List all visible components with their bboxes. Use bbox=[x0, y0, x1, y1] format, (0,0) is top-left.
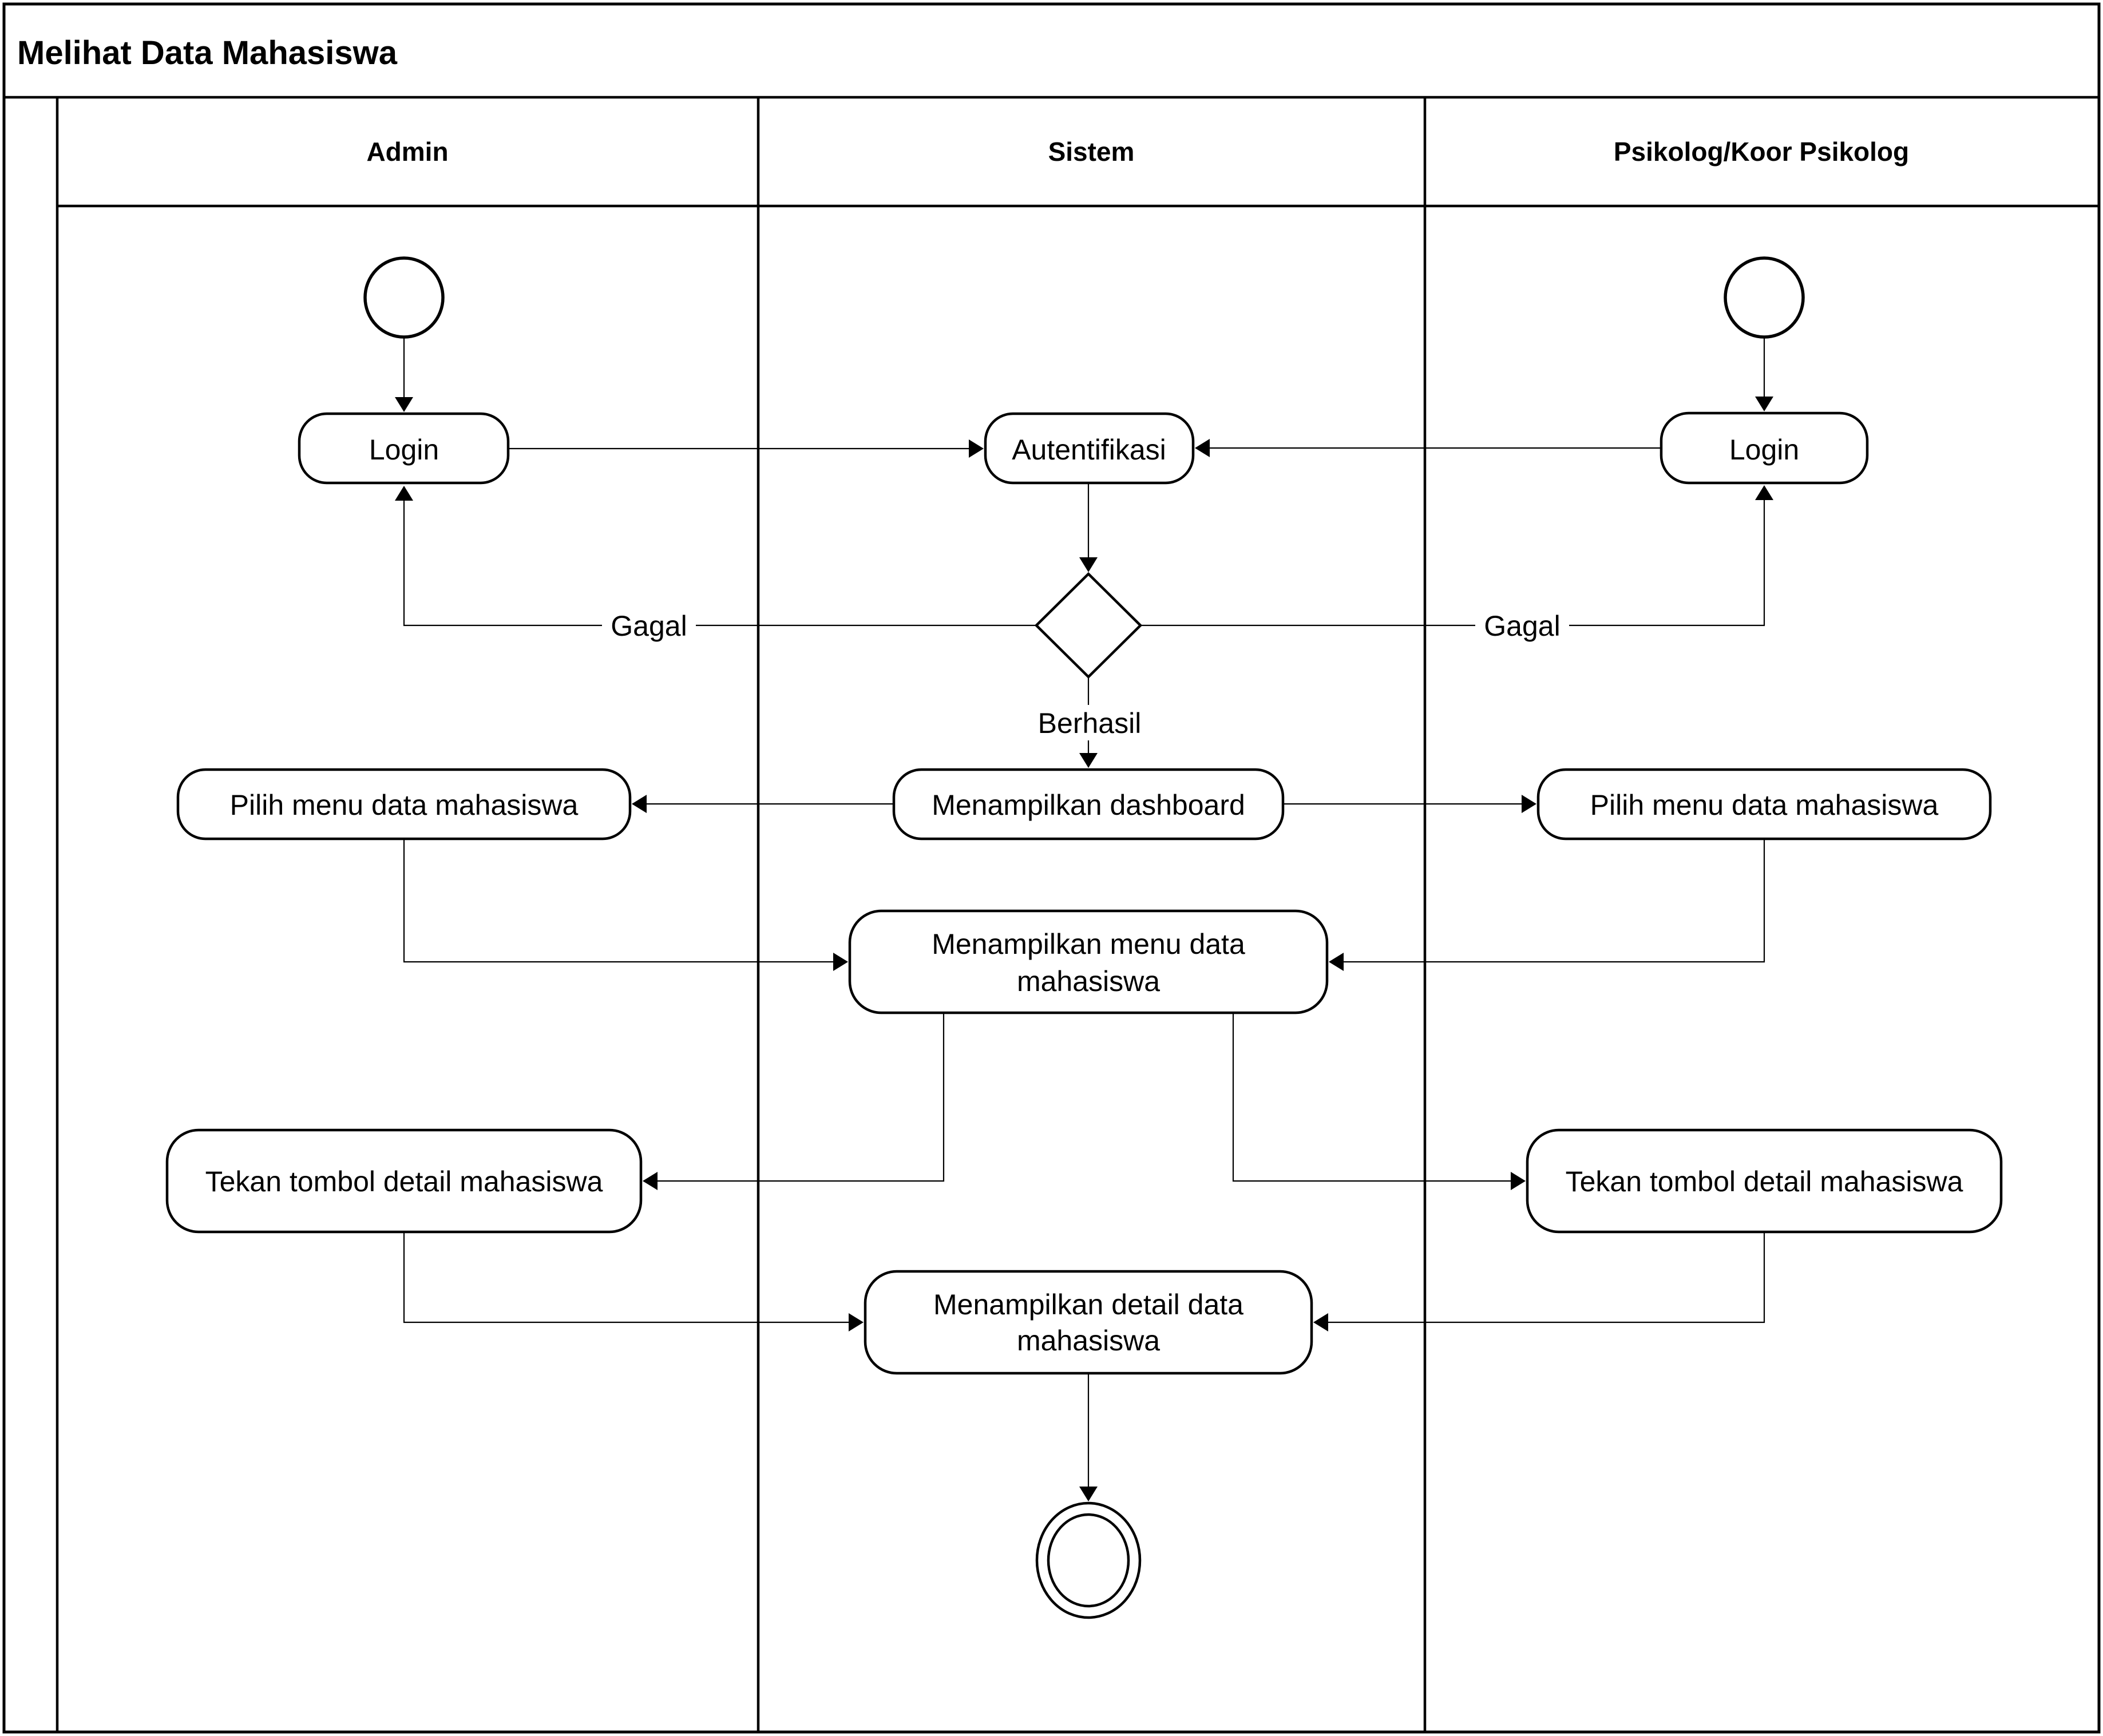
action-tekan-tombol-admin-label: Tekan tombol detail mahasiswa bbox=[205, 1166, 603, 1198]
action-login-admin-label: Login bbox=[369, 434, 439, 466]
action-menampilkan-menu-data bbox=[848, 909, 1329, 1014]
action-tekan-tombol-psikolog bbox=[1526, 1128, 2003, 1234]
end-node-inner-circle bbox=[1047, 1513, 1130, 1608]
lane-header-sistem: Sistem bbox=[1048, 137, 1135, 167]
lane-header-admin: Admin bbox=[366, 137, 448, 167]
decision-diamond bbox=[1034, 572, 1143, 679]
action-tekan-tombol-admin bbox=[165, 1128, 643, 1234]
action-pilih-menu-admin-label: Pilih menu data mahasiswa bbox=[230, 789, 579, 821]
action-login-admin bbox=[298, 412, 510, 485]
action-tekan-tombol-psikolog-label: Tekan tombol detail mahasiswa bbox=[1566, 1166, 1963, 1198]
action-menampilkan-detail-data-label-line2: mahasiswa bbox=[1017, 1325, 1160, 1357]
edge-tekan-admin-to-detail bbox=[403, 1232, 864, 1331]
action-pilih-menu-psikolog bbox=[1536, 768, 1992, 841]
start-node-admin bbox=[363, 256, 445, 339]
action-menampilkan-detail-data-label-line1: Menampilkan detail data bbox=[933, 1289, 1243, 1321]
start-node-psikolog bbox=[1724, 256, 1805, 339]
edge-gagal-to-login-admin bbox=[395, 486, 1036, 627]
berhasil-label-bg bbox=[1025, 705, 1154, 740]
action-pilih-menu-admin bbox=[176, 768, 632, 841]
action-pilih-menu-psikolog-label: Pilih menu data mahasiswa bbox=[1590, 789, 1939, 821]
action-login-psikolog-label: Login bbox=[1729, 434, 1799, 466]
diagram-title: Melihat Data Mahasiswa bbox=[17, 34, 398, 72]
lane-header-psikolog: Psikolog/Koor Psikolog bbox=[1614, 137, 1909, 167]
action-autentifikasi-label: Autentifikasi bbox=[1012, 434, 1166, 466]
edge-menu-to-tekan-psikolog bbox=[1232, 1013, 1526, 1190]
edge-pilih-psikolog-to-menu bbox=[1329, 839, 1765, 971]
edge-menu-to-tekan-admin bbox=[643, 1013, 945, 1190]
action-login-psikolog bbox=[1660, 411, 1869, 485]
gagal-right-label: Gagal bbox=[1484, 610, 1560, 642]
action-autentifikasi bbox=[984, 412, 1195, 485]
action-menampilkan-dashboard bbox=[892, 768, 1285, 841]
gagal-left-label-bg bbox=[602, 608, 696, 643]
edge-pilih-admin-to-menu bbox=[403, 839, 848, 971]
edge-tekan-psikolog-to-detail bbox=[1313, 1232, 1765, 1331]
action-menampilkan-menu-data-label-line1: Menampilkan menu data bbox=[932, 928, 1245, 960]
action-menampilkan-dashboard-label: Menampilkan dashboard bbox=[932, 789, 1245, 821]
edge-gagal-to-login-psikolog bbox=[1140, 485, 1773, 627]
action-menampilkan-detail-data bbox=[864, 1270, 1313, 1375]
gagal-right-label-bg bbox=[1475, 608, 1569, 643]
berhasil-label: Berhasil bbox=[1038, 707, 1142, 739]
gagal-left-label: Gagal bbox=[611, 610, 687, 642]
action-menampilkan-menu-data-label-line2: mahasiswa bbox=[1017, 965, 1160, 997]
